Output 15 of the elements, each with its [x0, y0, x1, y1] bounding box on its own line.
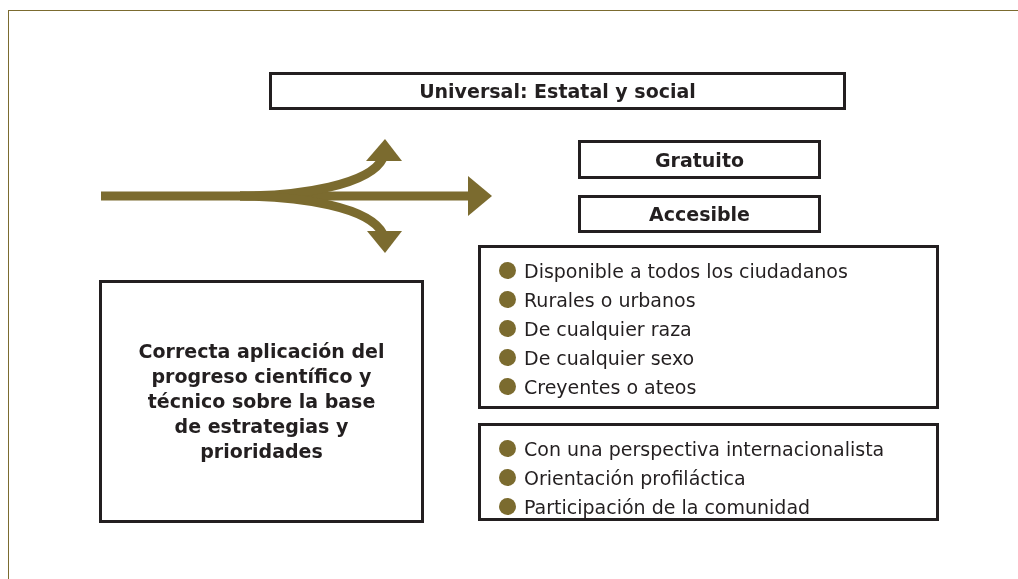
text-box	[99, 280, 424, 523]
heading-box: Gratuito	[578, 140, 821, 179]
heading-box: Accesible	[578, 195, 821, 233]
list-item: Orientación profiláctica	[524, 466, 746, 489]
list-item: De cualquier raza	[524, 317, 692, 340]
list-item: Creyentes o ateos	[524, 375, 697, 398]
box-text: Correcta aplicación del progreso científico y técnico sobre la base de estrategias y prioridades	[137, 339, 386, 464]
bullet-list-box	[478, 423, 939, 521]
list-item: Participación de la comunidad	[524, 495, 811, 518]
list-item: Disponible a todos los ciudadanos	[524, 259, 848, 282]
list-item: De cualquier sexo	[524, 346, 695, 369]
list-item: Rurales o urbanos	[524, 288, 696, 311]
bullet-list-box	[478, 245, 939, 409]
list-item: Con una perspectiva internacionalista	[524, 437, 885, 460]
heading-box: Universal: Estatal y social	[269, 72, 846, 110]
